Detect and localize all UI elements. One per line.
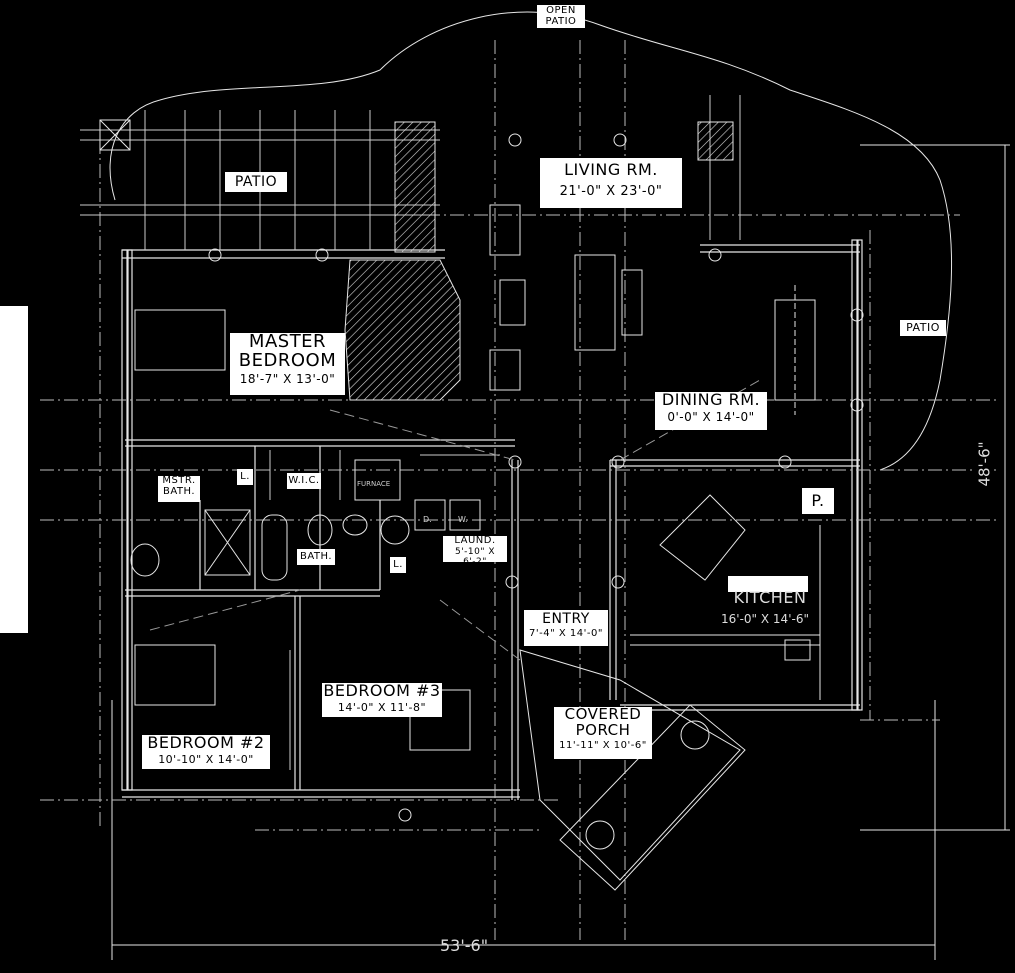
fireplace <box>344 259 461 401</box>
entry-dims: 7'-4" X 14'-0" <box>529 627 603 639</box>
mstr-bath-line1: MSTR. <box>162 475 196 486</box>
entry-name: ENTRY <box>542 611 590 627</box>
linen2-name: L. <box>393 559 403 570</box>
open-patio-line2: PATIO <box>545 15 577 27</box>
patio-right-name: PATIO <box>906 321 940 334</box>
margin-strip <box>0 306 28 633</box>
bath-name: BATH. <box>299 551 333 562</box>
label-wic: W.I.C. <box>287 473 321 489</box>
label-open-patio: OPEN PATIO <box>537 5 585 28</box>
label-bath: BATH. <box>297 549 335 565</box>
pantry-name: P. <box>811 491 825 510</box>
laundry-dims: 5'-10" X 6'-2" <box>454 546 496 567</box>
porch-line1: COVERED <box>564 705 642 723</box>
label-laundry: LAUND. 5'-10" X 6'-2" <box>443 535 507 567</box>
bedroom2-dims: 10'-10" X 14'-0" <box>158 752 254 766</box>
laundry-name: LAUND. <box>454 535 496 546</box>
label-living-room: LIVING RM. 21'-0" X 23'-0" <box>540 158 682 208</box>
label-kitchen <box>728 576 808 592</box>
wic-name: W.I.C. <box>288 475 320 486</box>
furnace-label: FURNACE <box>357 480 391 488</box>
label-pantry: P. <box>802 488 834 514</box>
master-dims: 18'-7" X 13'-0" <box>239 371 336 386</box>
label-bedroom-2: BEDROOM #2 10'-10" X 14'-0" <box>142 733 270 769</box>
kitchen-name: KITCHEN <box>733 588 807 607</box>
covered-porch <box>519 649 741 881</box>
master-bed <box>134 309 226 371</box>
kitchen-dims: 16'-0" X 14'-6" <box>721 612 809 626</box>
porch-line2: PORCH <box>575 720 631 739</box>
linen1-name: L. <box>240 471 250 482</box>
master-name1: MASTER <box>248 331 327 352</box>
label-linen-1: L. <box>237 469 253 485</box>
living-name: LIVING RM. <box>564 160 658 179</box>
master-name2: BEDROOM <box>238 349 337 371</box>
label-linen-2: L. <box>390 557 406 573</box>
patio-left-name: PATIO <box>234 174 278 190</box>
chimney <box>394 121 436 253</box>
label-dining-room: DINING RM. 0'-0" X 14'-0" <box>655 390 767 430</box>
bedroom2-name: BEDROOM #2 <box>147 733 265 752</box>
dining-dims: 0'-0" X 14'-0" <box>667 409 755 424</box>
label-master-bath: MSTR. BATH. <box>158 475 200 502</box>
open-patio-line1: OPEN <box>546 5 576 16</box>
porch-dims: 11'-11" X 10'-6" <box>559 739 647 751</box>
dryer-label: D. <box>423 515 432 524</box>
bedroom3-dims: 14'-0" X 11'-8" <box>337 700 427 714</box>
label-entry: ENTRY 7'-4" X 14'-0" <box>524 610 608 646</box>
dining-name: DINING RM. <box>661 390 761 409</box>
overall-width-dimension: 53'-6" <box>440 936 489 955</box>
label-master-bedroom: MASTER BEDROOM 18'-7" X 13'-0" <box>230 331 345 395</box>
patio-boundary <box>109 11 953 471</box>
label-patio-left: PATIO <box>225 172 287 192</box>
label-patio-right: PATIO <box>900 320 946 336</box>
mstr-bath-line2: BATH. <box>162 485 196 497</box>
label-covered-porch: COVERED PORCH 11'-11" X 10'-6" <box>554 705 652 759</box>
label-bedroom-3: BEDROOM #3 14'-0" X 11'-8" <box>322 681 442 717</box>
bedroom3-name: BEDROOM #3 <box>323 681 441 700</box>
overall-depth-dimension: 48'-6" <box>975 439 994 489</box>
washer-label: W. <box>458 515 468 524</box>
living-dims: 21'-0" X 23'-0" <box>559 183 663 199</box>
kitchen-island <box>659 494 746 581</box>
